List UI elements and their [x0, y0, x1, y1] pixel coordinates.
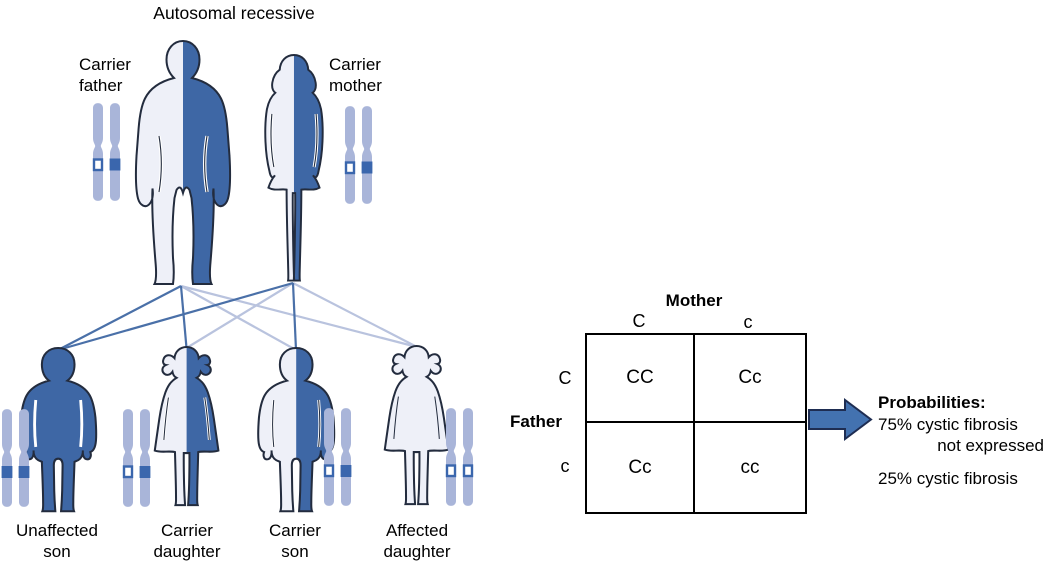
line-mother-to-child1-dark [57, 281, 294, 352]
probabilities-heading: Probabilities: [878, 393, 986, 412]
result-arrow-icon [808, 398, 873, 441]
daughter2-arm-gaps [393, 396, 440, 439]
blue-band [18, 466, 30, 478]
inheritance-lines [57, 281, 418, 352]
probability-line-not-expressed: not expressed [937, 436, 1044, 455]
line-mother-to-child3-dark [291, 282, 298, 351]
blue-band [361, 161, 373, 174]
blue-band [109, 158, 121, 171]
carrier-daughter-chromosome-pair [122, 409, 151, 507]
line-father-to-child3-light [180, 285, 297, 351]
punnett-cell-Cc-top: Cc [695, 335, 805, 423]
carrier-daughter-silhouette [153, 346, 220, 507]
carrier-father-label-line2: father [79, 76, 123, 95]
probabilities-block: Probabilities: 75% cystic fibrosis not e… [878, 392, 1044, 489]
mother-chromosome-pair [344, 106, 373, 204]
punnett-father-label: Father [510, 412, 562, 431]
punnett-square: CC Cc Cc cc [585, 333, 807, 514]
affected-daughter-label-line2: daughter [383, 542, 451, 561]
punnett-father-allele-c: c [560, 456, 570, 476]
affected-daughter-silhouette [383, 345, 450, 506]
normal-band-open [323, 464, 335, 478]
carrier-mother-label-line2: mother [329, 76, 382, 95]
normal-band-open [445, 464, 457, 478]
line-mother-to-child4-light [292, 282, 418, 348]
carrier-father-silhouette [134, 40, 232, 285]
unaffected-son-label-line1: Unaffected [16, 521, 98, 540]
son2-arm-gaps [271, 399, 322, 448]
daughter1-arm-gaps [162, 397, 211, 441]
line-mother-to-child2-light [185, 282, 294, 349]
line-father-to-child2-dark [179, 285, 188, 349]
blue-band [340, 465, 352, 477]
normal-band-open [344, 161, 356, 175]
punnett-cell-CC: CC [587, 335, 695, 423]
mother-arm-gaps [269, 113, 319, 168]
punnett-father-allele-C: C [558, 368, 572, 388]
unaffected-son-label: Unaffected son [0, 520, 117, 562]
normal-band-open [462, 464, 474, 478]
punnett-mother-label: Mother [665, 291, 723, 310]
punnett-mother-allele-C: C [632, 311, 646, 331]
probability-line-25: 25% cystic fibrosis [878, 468, 1018, 488]
carrier-son-label-line1: Carrier [269, 521, 321, 540]
blue-band [1, 466, 13, 478]
punnett-mother-allele-c: c [743, 312, 753, 332]
normal-band-open [92, 158, 104, 172]
probabilities-spacer [878, 457, 1044, 468]
unaffected-son-silhouette [19, 346, 98, 513]
line-father-to-child4-light [180, 284, 418, 349]
unaffected-son-label-line2: son [43, 542, 71, 561]
unaffected-son-chromosome-pair [1, 409, 30, 507]
carrier-mother-label-line1: Carrier [329, 55, 381, 74]
carrier-daughter-label-line1: Carrier [161, 521, 213, 540]
carrier-father-label-line1: Carrier [79, 55, 131, 74]
blue-band [139, 466, 151, 478]
line-father-to-child1-dark [57, 285, 182, 351]
figure-title: Autosomal recessive [153, 3, 315, 23]
carrier-mother-label: Carrier mother [329, 54, 382, 96]
carrier-son-label: Carrier son [235, 520, 355, 562]
punnett-cell-Cc-bottom: Cc [587, 423, 695, 512]
carrier-daughter-label: Carrier daughter [127, 520, 247, 562]
affected-daughter-label: Affected daughter [357, 520, 477, 562]
carrier-son-label-line2: son [281, 542, 309, 561]
carrier-daughter-label-line2: daughter [153, 542, 221, 561]
carrier-son-chromosome-pair [323, 408, 352, 506]
affected-daughter-label-line1: Affected [385, 521, 449, 540]
pedigree-graphic [1, 40, 474, 513]
carrier-mother-silhouette [264, 53, 324, 282]
father-chromosome-pair [92, 103, 121, 201]
carrier-father-label: Carrier father [79, 54, 131, 96]
affected-daughter-chromosome-pair [445, 408, 474, 506]
father-arm-gaps [157, 135, 209, 193]
punnett-cell-cc: cc [740, 456, 760, 478]
probability-line-75: 75% cystic fibrosis [878, 414, 1018, 434]
carrier-son-silhouette [257, 346, 336, 513]
son1-arm-gaps [33, 399, 84, 448]
normal-band-open [122, 465, 134, 479]
